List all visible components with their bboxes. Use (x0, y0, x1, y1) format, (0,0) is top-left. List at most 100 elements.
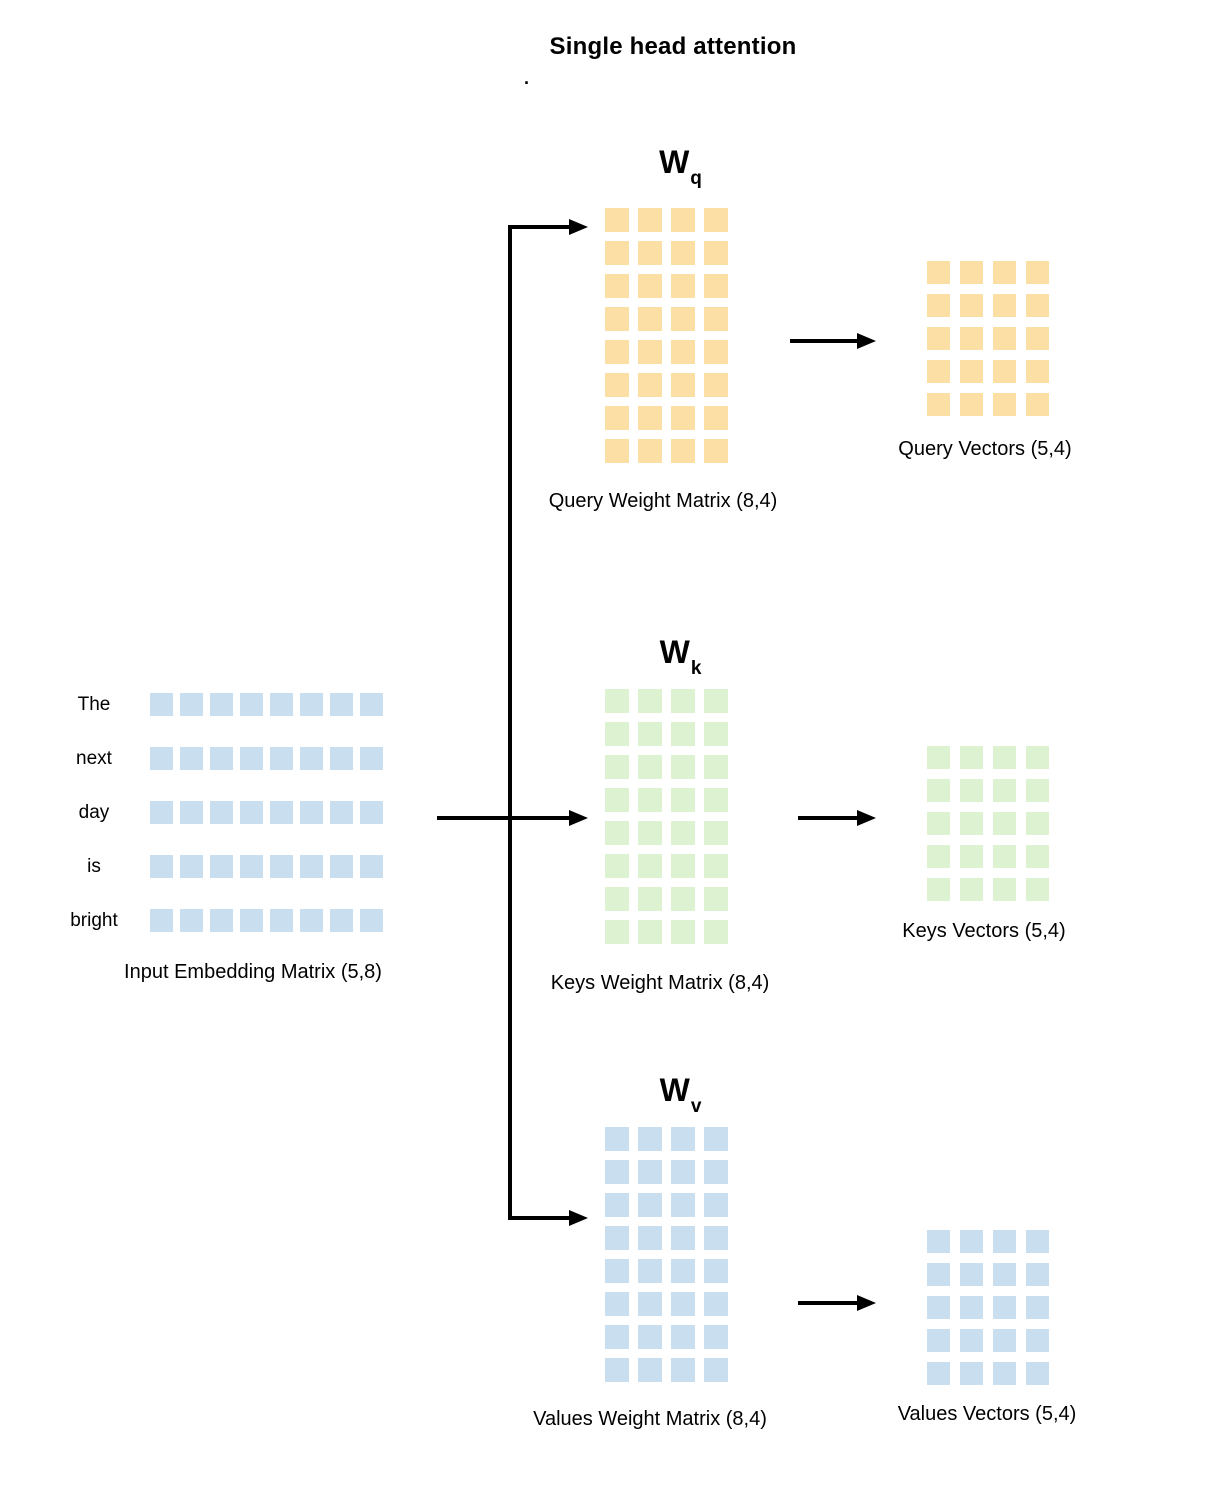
matrix-cell (605, 1292, 629, 1316)
matrix-cell (210, 855, 233, 878)
matrix-cell (605, 439, 629, 463)
matrix-cell (671, 1226, 695, 1250)
input-word: is (87, 856, 101, 877)
wk-symbol-sub: k (690, 658, 702, 680)
matrix-cell (993, 812, 1016, 835)
matrix-cell (605, 241, 629, 265)
matrix-cell (671, 1325, 695, 1349)
matrix-cell (210, 747, 233, 770)
matrix-cell (671, 854, 695, 878)
matrix-cell (704, 1226, 728, 1250)
query-weight-matrix-grid (605, 208, 728, 463)
matrix-cell (960, 360, 983, 383)
matrix-cell (180, 909, 203, 932)
matrix-cell (960, 1362, 983, 1385)
matrix-cell (1026, 746, 1049, 769)
matrix-cell (704, 920, 728, 944)
matrix-cell (605, 1127, 629, 1151)
wv-symbol: Wv (600, 1072, 760, 1117)
matrix-cell (1026, 393, 1049, 416)
matrix-cell (1026, 812, 1049, 835)
matrix-cell (1026, 1329, 1049, 1352)
matrix-cell (150, 855, 173, 878)
keys-vectors-label: Keys Vectors (5,4) (902, 920, 1066, 942)
keys-weight-matrix-grid (605, 689, 728, 944)
matrix-cell (240, 801, 263, 824)
matrix-cell (240, 855, 263, 878)
arrow-wv-to-values-vectors (798, 1295, 876, 1311)
matrix-cell (704, 788, 728, 812)
input-word: next (76, 748, 112, 769)
matrix-cell (927, 360, 950, 383)
matrix-cell (960, 746, 983, 769)
matrix-cell (638, 920, 662, 944)
matrix-cell (927, 878, 950, 901)
matrix-cell (960, 327, 983, 350)
matrix-cell (1026, 845, 1049, 868)
matrix-cell (960, 1263, 983, 1286)
matrix-cell (605, 920, 629, 944)
matrix-cell (927, 1329, 950, 1352)
diagram-title: Single head attention (549, 33, 797, 60)
matrix-cell (360, 747, 383, 770)
matrix-cell (605, 1358, 629, 1382)
matrix-cell (605, 788, 629, 812)
matrix-cell (927, 327, 950, 350)
input-word: bright (70, 910, 118, 931)
input-embedding-matrix-label: Input Embedding Matrix (5,8) (124, 961, 382, 983)
matrix-cell (960, 1296, 983, 1319)
matrix-cell (210, 909, 233, 932)
matrix-cell (270, 909, 293, 932)
matrix-cell (704, 887, 728, 911)
matrix-cell (210, 801, 233, 824)
matrix-cell (180, 855, 203, 878)
matrix-cell (638, 689, 662, 713)
matrix-cell (360, 909, 383, 932)
matrix-cell (605, 274, 629, 298)
matrix-cell (704, 208, 728, 232)
matrix-cell (704, 439, 728, 463)
matrix-cell (671, 1193, 695, 1217)
matrix-cell (704, 406, 728, 430)
input-word-list: The next day is bright (52, 693, 136, 932)
matrix-cell (993, 878, 1016, 901)
matrix-cell (300, 747, 323, 770)
matrix-cell (927, 845, 950, 868)
matrix-cell (210, 693, 233, 716)
arrow-wq-to-query-vectors (790, 333, 876, 349)
matrix-cell (605, 208, 629, 232)
matrix-cell (671, 920, 695, 944)
matrix-cell (993, 360, 1016, 383)
query-vectors-grid (927, 261, 1049, 416)
matrix-cell (671, 274, 695, 298)
matrix-cell (360, 855, 383, 878)
matrix-cell (360, 693, 383, 716)
matrix-cell (993, 1263, 1016, 1286)
matrix-cell (671, 722, 695, 746)
matrix-cell (960, 261, 983, 284)
matrix-cell (704, 1325, 728, 1349)
matrix-cell (360, 801, 383, 824)
matrix-cell (330, 909, 353, 932)
matrix-cell (993, 327, 1016, 350)
matrix-cell (704, 274, 728, 298)
matrix-cell (330, 801, 353, 824)
matrix-cell (330, 693, 353, 716)
matrix-cell (704, 821, 728, 845)
matrix-cell (150, 747, 173, 770)
matrix-cell (704, 1127, 728, 1151)
arrow-branch-to-wv (508, 1210, 588, 1226)
matrix-cell (1026, 360, 1049, 383)
matrix-cell (671, 887, 695, 911)
matrix-cell (638, 1160, 662, 1184)
matrix-cell (638, 854, 662, 878)
matrix-cell (180, 801, 203, 824)
matrix-cell (960, 393, 983, 416)
matrix-cell (671, 406, 695, 430)
matrix-cell (927, 393, 950, 416)
matrix-cell (927, 812, 950, 835)
matrix-cell (638, 208, 662, 232)
matrix-cell (671, 208, 695, 232)
wq-symbol-w: W (659, 144, 690, 180)
matrix-cell (960, 294, 983, 317)
